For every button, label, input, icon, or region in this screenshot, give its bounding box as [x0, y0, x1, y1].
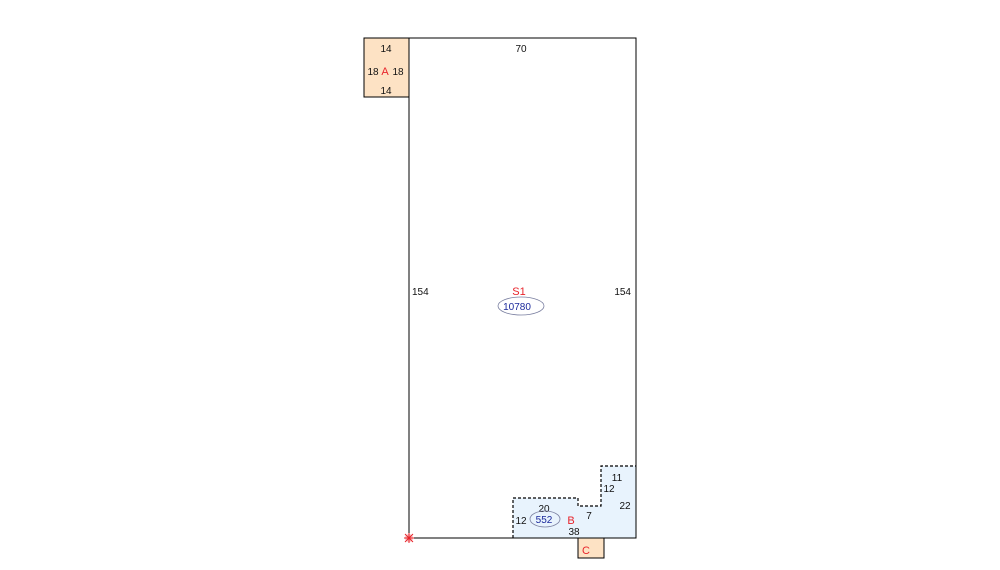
- subarea-b-value: 552: [536, 515, 553, 526]
- subarea-b-inner-vertical-dimension: 12: [603, 484, 615, 495]
- main-right-dimension: 154: [614, 287, 631, 298]
- main-top-dimension: 70: [515, 44, 527, 55]
- annex-a-left-dimension: 18: [367, 67, 379, 78]
- subarea-b-bottom-dimension: 38: [568, 527, 580, 538]
- origin-marker-icon: [404, 533, 414, 543]
- main-area-outline: [408, 37, 637, 539]
- main-area-label[interactable]: S1: [512, 286, 525, 298]
- annex-a-top-dimension: 14: [380, 44, 392, 55]
- main-left-dimension: 154: [412, 287, 429, 298]
- annex-a-shape[interactable]: [363, 37, 410, 98]
- annex-c-shape[interactable]: [577, 537, 605, 559]
- subarea-b-shape[interactable]: [513, 466, 636, 538]
- subarea-b-label[interactable]: B: [567, 515, 574, 527]
- subarea-b-inner-top-dimension: 11: [612, 473, 623, 484]
- subarea-b-top-dimension: 20: [538, 504, 550, 515]
- annex-c-label[interactable]: C: [582, 545, 590, 557]
- annex-a-label[interactable]: A: [381, 66, 389, 78]
- subarea-b-right-dimension: 22: [619, 501, 631, 512]
- subarea-b-dashed-outline: [512, 465, 636, 538]
- main-area-value: 10780: [503, 302, 531, 313]
- subarea-b-left-dimension: 12: [515, 516, 527, 527]
- annex-a-bottom-dimension: 14: [380, 86, 392, 97]
- annex-a-right-dimension: 18: [392, 67, 404, 78]
- subarea-b-value-ellipse: [529, 510, 561, 528]
- subarea-b-step-dimension: 7: [586, 511, 592, 522]
- main-area-value-ellipse: [497, 296, 545, 316]
